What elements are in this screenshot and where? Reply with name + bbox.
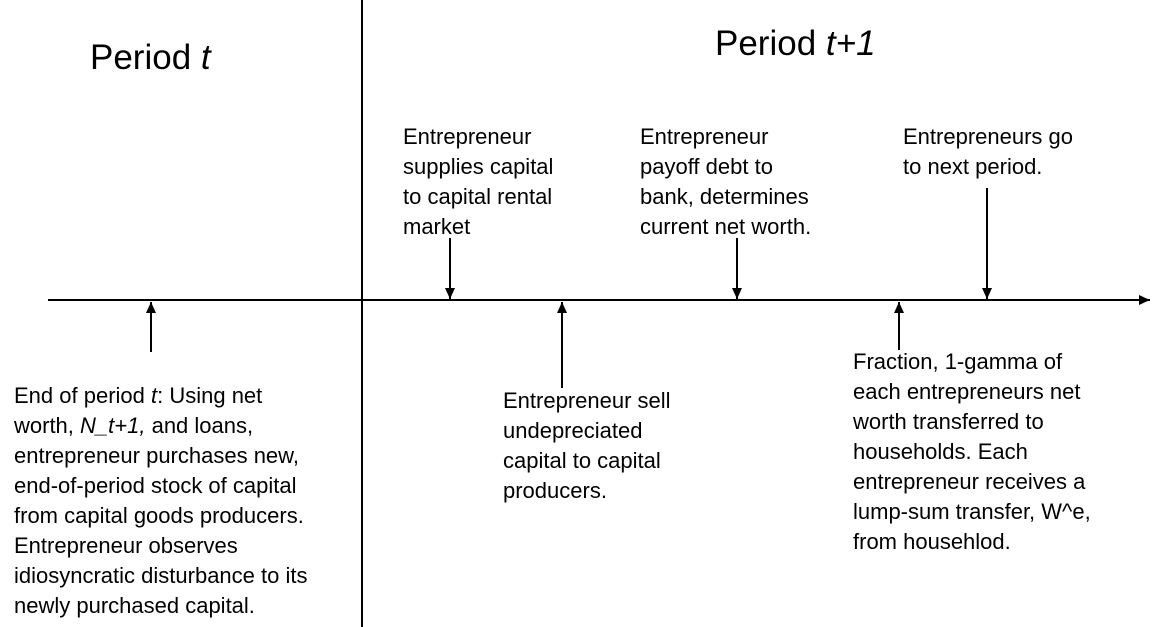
event-end-of-period: End of period t: Using net worth, N_t+1,…	[14, 381, 307, 621]
event-line: Entrepreneur	[640, 124, 769, 149]
event-line: bank, determines	[640, 184, 809, 209]
period-t-var: t	[200, 38, 211, 77]
event-line: payoff debt to	[640, 154, 773, 179]
event-line: End of period t: Using net	[14, 383, 263, 408]
event-fraction-transfer: Fraction, 1-gamma of each entrepreneurs …	[853, 347, 1091, 557]
event-line: market	[403, 214, 471, 239]
event-line: to capital rental	[403, 184, 553, 209]
event-line: Entrepreneur sell	[503, 388, 671, 413]
event-line: end-of-period stock of capital	[14, 473, 297, 498]
event-line: Entrepreneur observes	[14, 533, 238, 558]
event-line: households. Each	[853, 439, 1028, 464]
event-line: to next period.	[903, 154, 1043, 179]
event-payoff-debt: Entrepreneur payoff debt to bank, determ…	[640, 122, 811, 242]
event-line: Entrepreneurs go	[903, 124, 1073, 149]
event-supplies-capital: Entrepreneur supplies capital to capital…	[403, 122, 553, 242]
event-line: newly purchased capital.	[14, 593, 255, 618]
event-line: worth, N_t+1, and loans,	[14, 413, 254, 438]
period-t1-var: t+1	[825, 24, 876, 63]
period-t1-label: Period	[715, 24, 826, 63]
event-line: supplies capital	[403, 154, 554, 179]
event-line: each entrepreneurs net	[853, 379, 1081, 404]
event-sell-capital: Entrepreneur sell undepreciated capital …	[503, 386, 671, 506]
period-t-label: Period	[90, 38, 201, 77]
event-line: lump-sum transfer, W^e,	[853, 499, 1091, 524]
event-line: idiosyncratic disturbance to its	[14, 563, 308, 588]
event-line: Fraction, 1-gamma of	[853, 349, 1063, 374]
event-line: undepreciated	[503, 418, 643, 443]
event-line: from househlod.	[853, 529, 1011, 554]
event-line: producers.	[503, 478, 607, 503]
event-line: worth transferred to	[853, 409, 1044, 434]
event-line: from capital goods producers.	[14, 503, 304, 528]
event-line: Entrepreneur	[403, 124, 532, 149]
period-t-title: Period t	[90, 38, 211, 78]
event-line: capital to capital	[503, 448, 661, 473]
event-line: entrepreneur receives a	[853, 469, 1086, 494]
event-go-next-period: Entrepreneurs go to next period.	[903, 122, 1073, 182]
event-line: entrepreneur purchases new,	[14, 443, 299, 468]
period-t1-title: Period t+1	[715, 24, 876, 64]
event-line: current net worth.	[640, 214, 812, 239]
